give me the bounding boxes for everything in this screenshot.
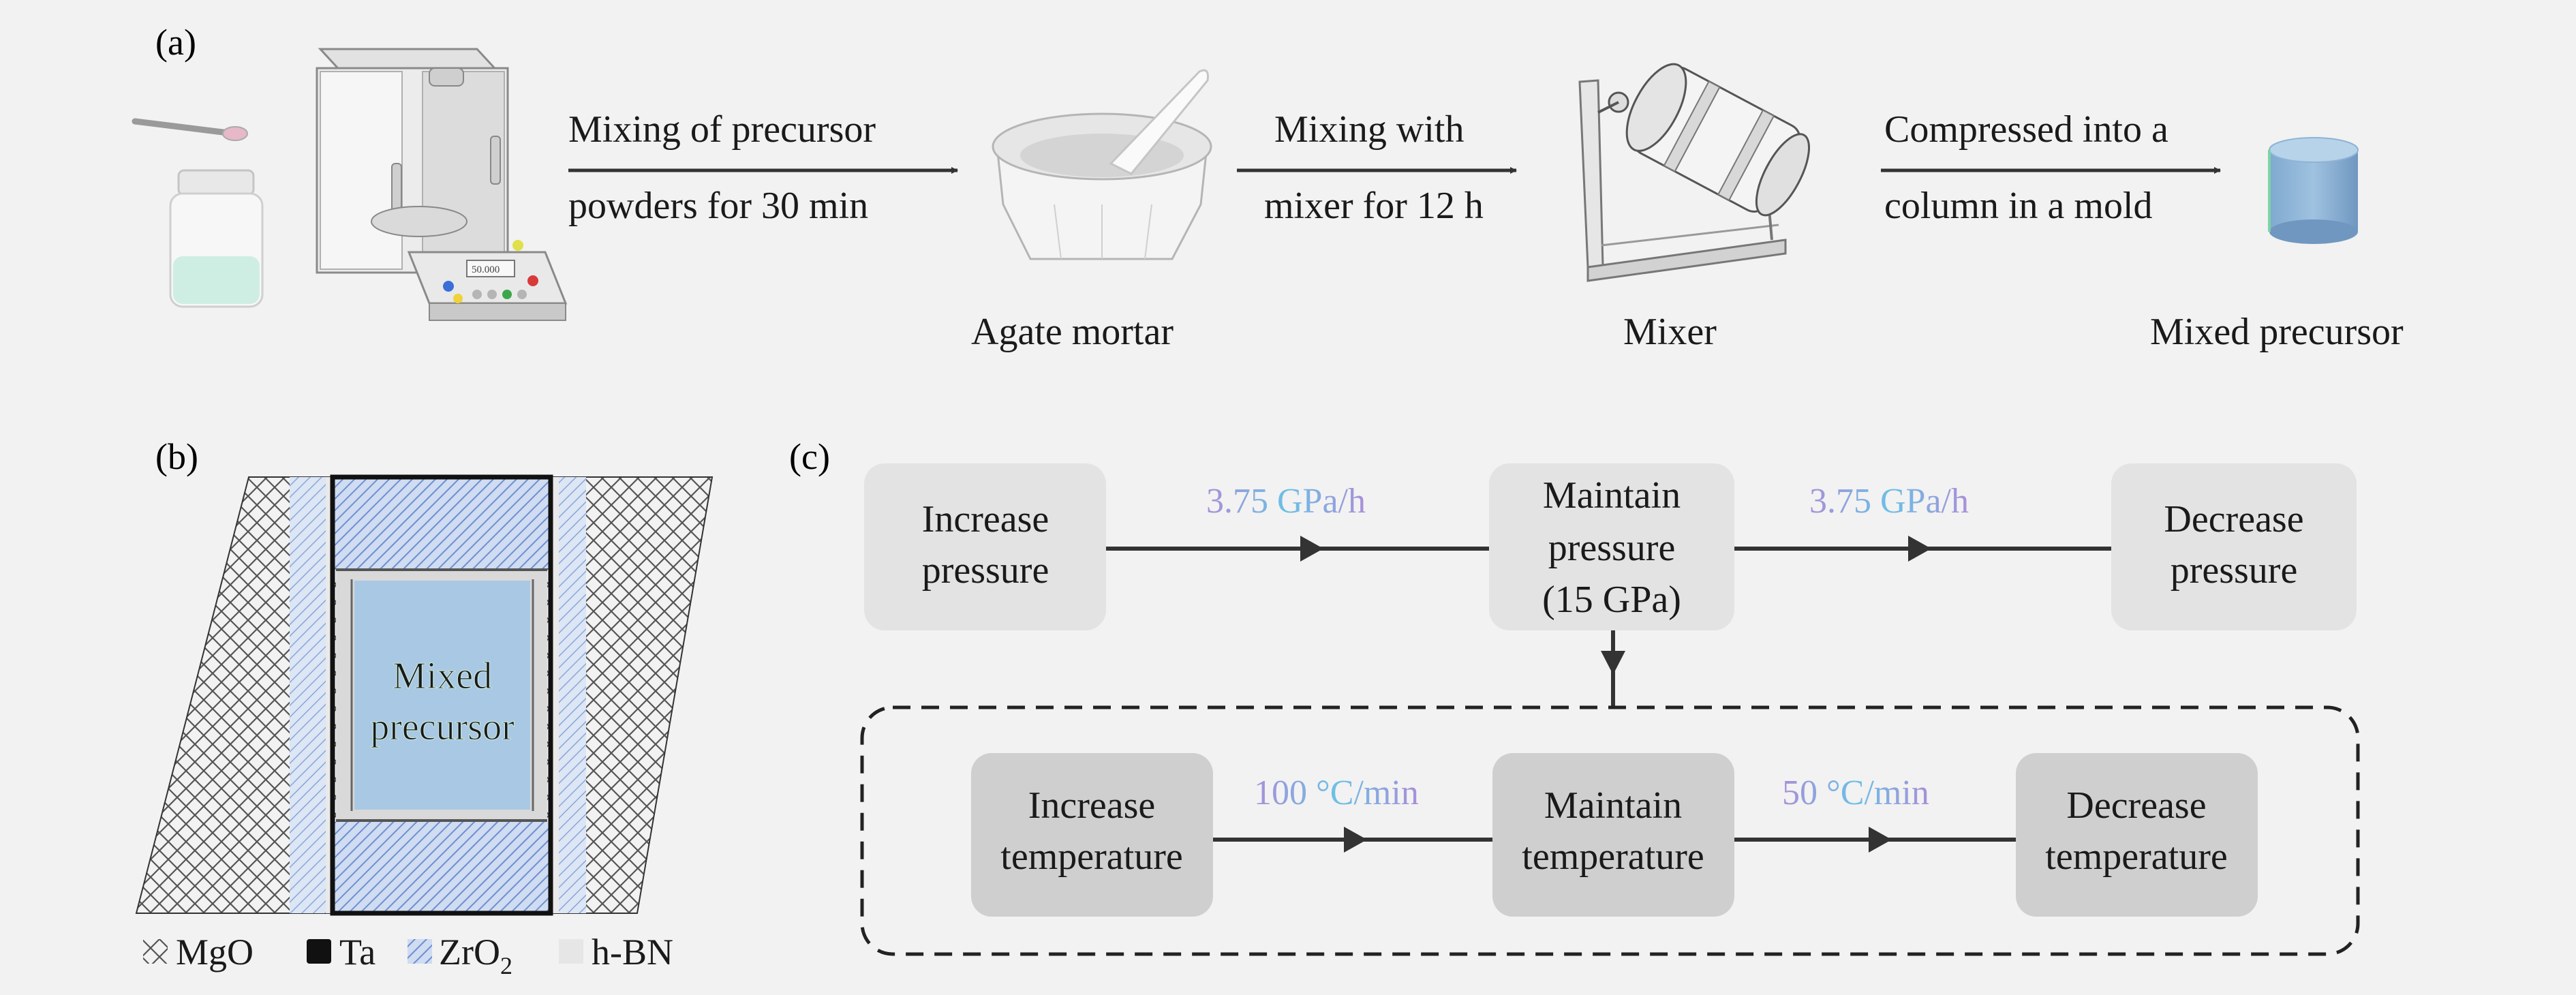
zro2-plug-bottom bbox=[333, 822, 551, 912]
mixer-icon bbox=[1578, 63, 1811, 282]
step3-label-line1: Compressed into a bbox=[1884, 108, 2168, 151]
mixed-precursor-region bbox=[354, 581, 530, 810]
agate-mortar-icon bbox=[992, 69, 1212, 260]
arrowhead-pressure-1 bbox=[1300, 536, 1323, 562]
panel-a-label: (a) bbox=[155, 22, 196, 63]
box-decrease-temperature-line2: temperature bbox=[2045, 836, 2227, 878]
box-increase-temperature bbox=[971, 753, 1213, 917]
box-increase-temperature-line1: Increase bbox=[1028, 784, 1156, 827]
legend-label-zro2: ZrO2 bbox=[439, 932, 512, 979]
spoon-icon bbox=[132, 118, 248, 141]
panel-c: (c) Increase pressure Maintain pressure … bbox=[789, 436, 2360, 956]
box-maintain-pressure-line2: pressure bbox=[1548, 527, 1676, 569]
precursor-label-line1: Mixed bbox=[393, 655, 492, 697]
box-decrease-pressure-line2: pressure bbox=[2171, 549, 2298, 592]
step3-label-line2: column in a mold bbox=[1884, 185, 2153, 227]
legend-swatch-ta bbox=[307, 939, 331, 964]
box-maintain-pressure-line1: Maintain bbox=[1543, 474, 1681, 517]
box-decrease-pressure-line1: Decrease bbox=[2164, 498, 2303, 540]
box-maintain-temperature-line2: temperature bbox=[1522, 836, 1704, 878]
rate-temperature-1: 100 °C/min bbox=[1254, 774, 1419, 812]
rate-temperature-2: 50 °C/min bbox=[1782, 774, 1929, 812]
step1-label-line2: powders for 30 min bbox=[568, 185, 868, 227]
box-increase-temperature-line2: temperature bbox=[1000, 836, 1182, 878]
hbn-sleeve-left bbox=[326, 477, 333, 913]
box-decrease-temperature-line1: Decrease bbox=[2066, 784, 2206, 827]
ta-heater-outline bbox=[330, 474, 553, 916]
panel-c-label: (c) bbox=[789, 436, 830, 477]
mixed-precursor-cylinder-icon bbox=[2268, 137, 2359, 244]
legend-swatch-mgo bbox=[143, 939, 168, 964]
zro2-plug-top bbox=[333, 478, 551, 568]
zro2-sleeve-left bbox=[290, 477, 331, 913]
temperature-stage-container bbox=[860, 705, 2360, 956]
arrowhead-pressure-2 bbox=[1908, 536, 1931, 562]
mortar-caption: Agate mortar bbox=[971, 311, 1174, 353]
box-maintain-temperature-line1: Maintain bbox=[1544, 784, 1682, 827]
panel-b: (b) Mixed precursor MgO Ta ZrO2 h-BN bbox=[135, 436, 714, 979]
box-maintain-temperature bbox=[1492, 753, 1734, 917]
box-maintain-pressure bbox=[1489, 463, 1734, 630]
step2-label-line1: Mixing with bbox=[1274, 108, 1464, 151]
rate-pressure-2: 3.75 GPa/h bbox=[1809, 482, 1969, 521]
box-decrease-pressure bbox=[2111, 463, 2357, 630]
legend-label-mgo: MgO bbox=[176, 932, 254, 973]
box-maintain-pressure-line3: (15 GPa) bbox=[1542, 579, 1681, 621]
precursor-label-line2: precursor bbox=[370, 706, 515, 748]
arrowhead-temperature-2 bbox=[1869, 827, 1892, 853]
rate-pressure-1: 3.75 GPa/h bbox=[1206, 482, 1366, 521]
legend: MgO Ta ZrO2 h-BN bbox=[143, 932, 673, 979]
box-decrease-temperature bbox=[2016, 753, 2258, 917]
legend-label-ta: Ta bbox=[339, 932, 375, 973]
step2-label-line2: mixer for 12 h bbox=[1264, 185, 1484, 227]
panel-b-label: (b) bbox=[155, 436, 198, 477]
legend-label-zro2-base: ZrO bbox=[439, 932, 500, 973]
mixer-caption: Mixer bbox=[1623, 311, 1717, 353]
step1-label-line1: Mixing of precursor bbox=[568, 108, 876, 151]
analytical-balance-icon: 50.000 bbox=[316, 48, 568, 321]
balance-display: 50.000 bbox=[472, 264, 500, 275]
legend-swatch-zro2 bbox=[408, 939, 432, 964]
legend-label-hbn: h-BN bbox=[592, 932, 673, 973]
arrowhead-vertical bbox=[1601, 651, 1625, 675]
arrowhead-temperature-1 bbox=[1344, 827, 1367, 853]
legend-swatch-hbn bbox=[559, 939, 583, 964]
box-increase-pressure-line2: pressure bbox=[922, 549, 1049, 592]
panel-a: (a) 50.000 bbox=[132, 22, 2404, 353]
box-increase-pressure bbox=[864, 463, 1106, 630]
box-increase-pressure-line1: Increase bbox=[922, 498, 1049, 540]
powder-jar-icon bbox=[169, 169, 264, 308]
legend-label-zro2-sub: 2 bbox=[500, 952, 512, 979]
product-caption: Mixed precursor bbox=[2150, 311, 2404, 353]
